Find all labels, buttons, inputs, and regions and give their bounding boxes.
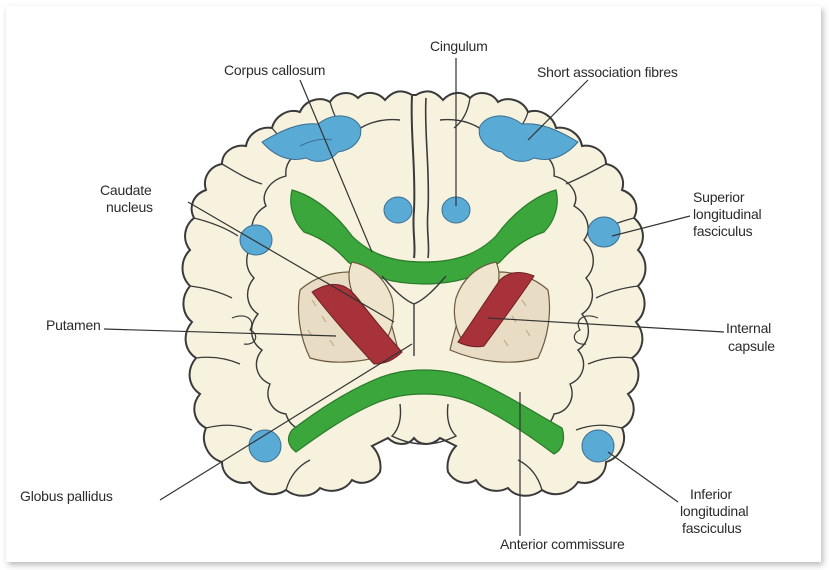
label-internal-capsule-line-1: Internal — [726, 320, 771, 337]
superior-longitudinal-fasciculus-left — [240, 225, 272, 255]
label-internal-capsule-line-2: capsule — [728, 338, 775, 355]
label-superior-longitudinal-line-2: longitudinal — [693, 206, 761, 223]
superior-longitudinal-fasciculus-right — [588, 217, 620, 247]
label-corpus-callosum: Corpus callosum — [224, 62, 325, 79]
inferior-longitudinal-fasciculus-right — [582, 430, 614, 462]
label-inferior-longitudinal-line-1: Inferior — [690, 486, 732, 503]
leader-inferior-longitudinal — [608, 452, 678, 502]
label-inferior-longitudinal-line-3: fasciculus — [682, 520, 741, 537]
label-putamen: Putamen — [46, 317, 101, 334]
label-globus-pallidus: Globus pallidus — [20, 488, 113, 505]
label-anterior-commissure: Anterior commissure — [500, 536, 625, 553]
label-cingulum: Cingulum — [430, 38, 488, 55]
label-superior-longitudinal-line-3: fasciculus — [693, 223, 752, 240]
label-short-association-fibres: Short association fibres — [537, 64, 678, 81]
label-caudate-line-1: Caudate — [100, 182, 152, 199]
label-caudate-line-2: nucleus — [106, 199, 153, 216]
label-superior-longitudinal-line-1: Superior — [693, 189, 744, 206]
label-inferior-longitudinal-line-2: longitudinal — [680, 503, 748, 520]
cingulum-left — [384, 197, 412, 223]
